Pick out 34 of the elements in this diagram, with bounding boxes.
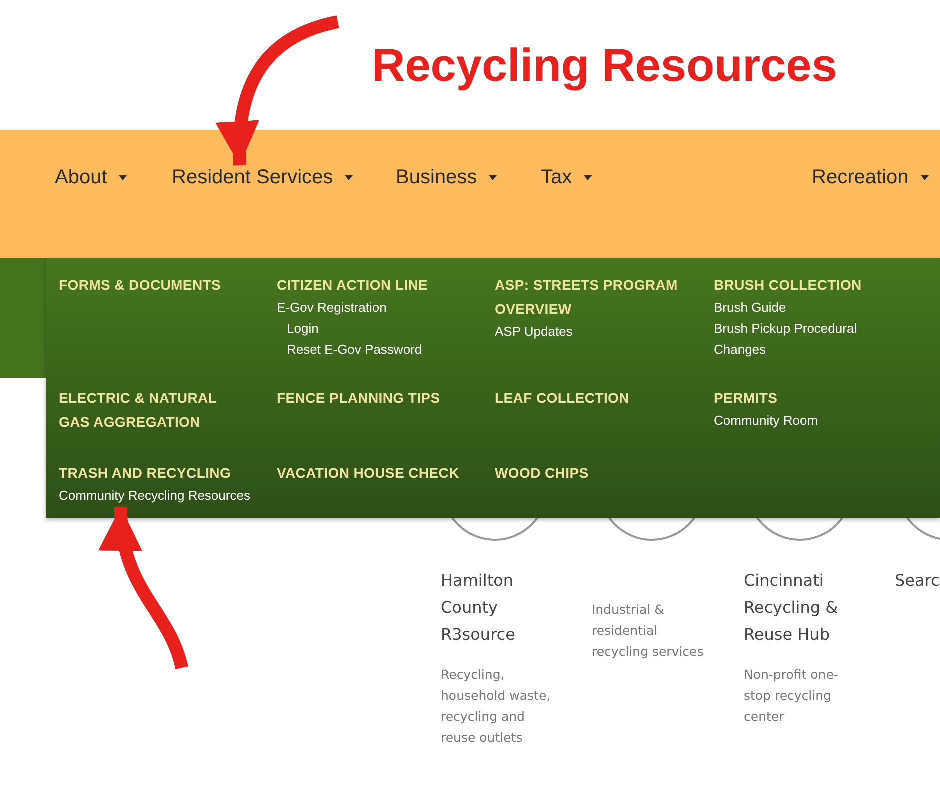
curved-arrow	[100, 506, 188, 670]
menu-link: Community Recycling Resources	[59, 487, 252, 505]
card-title: Cincinnati Recycling & Reuse Hub	[744, 570, 840, 646]
menu-link: Community Room	[714, 412, 820, 430]
curved-arrow	[217, 16, 340, 166]
menu-heading: CITIZEN ACTION LINE	[277, 276, 430, 295]
card-description: Recycling, household waste, recycling and reuse outlets	[441, 666, 552, 747]
menu-link: Reset E-Gov Password	[286, 341, 424, 359]
menu-heading: BRUSH COLLECTION	[714, 276, 863, 295]
nav-link: About	[55, 166, 108, 190]
menu-heading: WOOD CHIPS	[495, 464, 590, 483]
menu-heading: LEAF COLLECTION	[495, 389, 630, 408]
card-title: Searc	[895, 570, 940, 592]
menu-link: ASP Updates	[495, 323, 574, 341]
menu-heading: ASP: STREETS PROGRAM OVERVIEW	[495, 276, 679, 319]
menu-heading: TRASH AND RECYCLING	[59, 464, 232, 483]
menu-heading: FORMS & DOCUMENTS	[59, 276, 222, 295]
menu-heading: ELECTRIC & NATURAL GAS AGGREGATION	[59, 389, 218, 432]
card-description: Non-profit one-stop recycling center	[744, 666, 840, 726]
card-title: Hamilton County R3source	[441, 570, 516, 646]
card-description: Industrial & residential recycling services	[592, 601, 705, 661]
menu-link: Brush Pickup Procedural Changes	[714, 320, 858, 359]
nav-link: Resident Services	[172, 166, 334, 190]
nav-link: Business	[396, 166, 478, 190]
menu-link: Login	[286, 320, 320, 338]
title: Recycling Resources	[372, 38, 838, 92]
nav-link: Recreation	[812, 166, 909, 190]
nav-link: Tax	[541, 166, 572, 190]
menu-link: E-Gov Registration	[277, 299, 388, 317]
menu-heading: FENCE PLANNING TIPS	[277, 389, 442, 408]
menu-heading: PERMITS	[714, 389, 779, 408]
dropdown-panel	[46, 258, 940, 518]
menu-link: Brush Guide	[714, 299, 788, 317]
menu-heading: VACATION HOUSE CHECK	[277, 464, 460, 483]
